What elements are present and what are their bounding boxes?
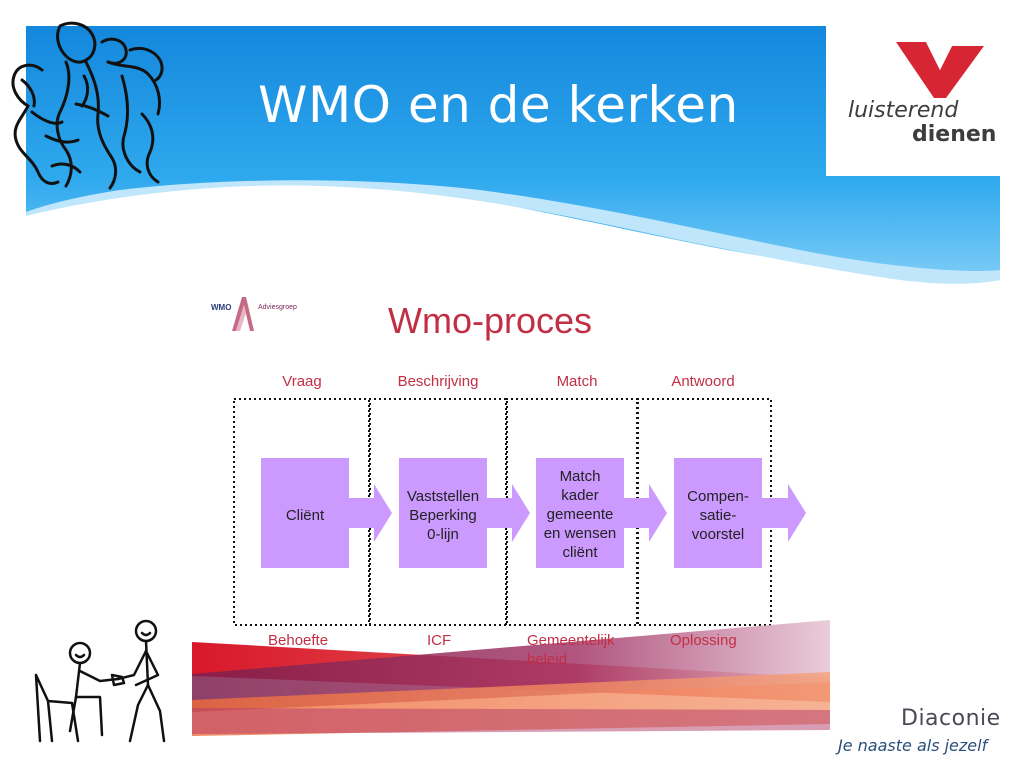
phase-label-vraag: Vraag xyxy=(282,373,322,390)
arrow-2 xyxy=(486,484,530,542)
arrow-3 xyxy=(623,484,667,542)
step-text-client: Cliënt xyxy=(259,506,351,525)
step-text-line: Match xyxy=(559,468,601,485)
process-title: Wmo-proces xyxy=(388,300,593,341)
horse-rider-illustration xyxy=(11,21,164,190)
step-text-match: Match kader gemeente en wensen cliënt xyxy=(534,467,626,562)
phase-label-match: Match xyxy=(556,373,598,390)
footer-name: Diaconie xyxy=(901,706,1001,731)
basis-label-gemeentelijk: Gemeentelijk xyxy=(527,632,615,649)
step-text-line: Compen- xyxy=(687,488,749,505)
v-mark-icon xyxy=(896,42,984,98)
step-text-line: gemeente xyxy=(546,506,614,523)
step-text-line: kader xyxy=(561,487,599,504)
step-box-compensatie xyxy=(674,458,762,568)
step-text-line: en wensen xyxy=(543,525,617,542)
helping-people-illustration xyxy=(34,619,166,743)
logo-text-line1: luisterend xyxy=(848,98,959,123)
step-box-match xyxy=(536,458,624,568)
step-text-vaststellen: Vaststellen Beperking 0-lijn xyxy=(397,487,489,544)
phase-frame-vraag xyxy=(233,398,371,626)
step-text-line: Beperking xyxy=(409,507,477,524)
wmo-badge-subtext: Adviesgroep xyxy=(258,304,297,311)
basis-label-behoefte: Behoefte xyxy=(268,632,329,649)
header-band xyxy=(26,26,1000,284)
ribbon-decoration xyxy=(192,620,830,736)
phase-label-beschrijving: Beschrijving xyxy=(397,373,479,390)
phase-label-antwoord: Antwoord xyxy=(671,373,735,390)
basis-label-oplossing: Oplossing xyxy=(670,632,737,649)
step-box-vaststellen xyxy=(399,458,487,568)
process-diagram xyxy=(233,398,806,626)
step-box-client xyxy=(261,458,349,568)
step-text-line: satie- xyxy=(699,507,737,524)
luisterend-dienen-logo xyxy=(826,8,1014,176)
slide-title: WMO en de kerken xyxy=(258,76,739,134)
arrow-4 xyxy=(762,484,806,542)
logo-text-line2: dienen xyxy=(912,122,997,147)
wmo-adviesgroep-badge xyxy=(232,297,254,331)
basis-label-icf: ICF xyxy=(427,632,452,649)
step-text-line: voorstel xyxy=(691,526,745,543)
wmo-badge-text: WMO xyxy=(211,303,232,312)
basis-label-beleid: beleid xyxy=(527,651,568,668)
step-text-line: Cliënt xyxy=(285,507,325,524)
footer-slogan: Je naaste als jezelf xyxy=(838,736,988,755)
step-text-line: Vaststellen xyxy=(406,488,480,505)
process-steps xyxy=(261,458,806,568)
step-text-line: cliënt xyxy=(562,544,598,561)
step-text-line: 0-lijn xyxy=(427,526,459,543)
arrow-1 xyxy=(348,484,392,542)
step-text-compensatie: Compen- satie- voorstel xyxy=(672,487,764,544)
